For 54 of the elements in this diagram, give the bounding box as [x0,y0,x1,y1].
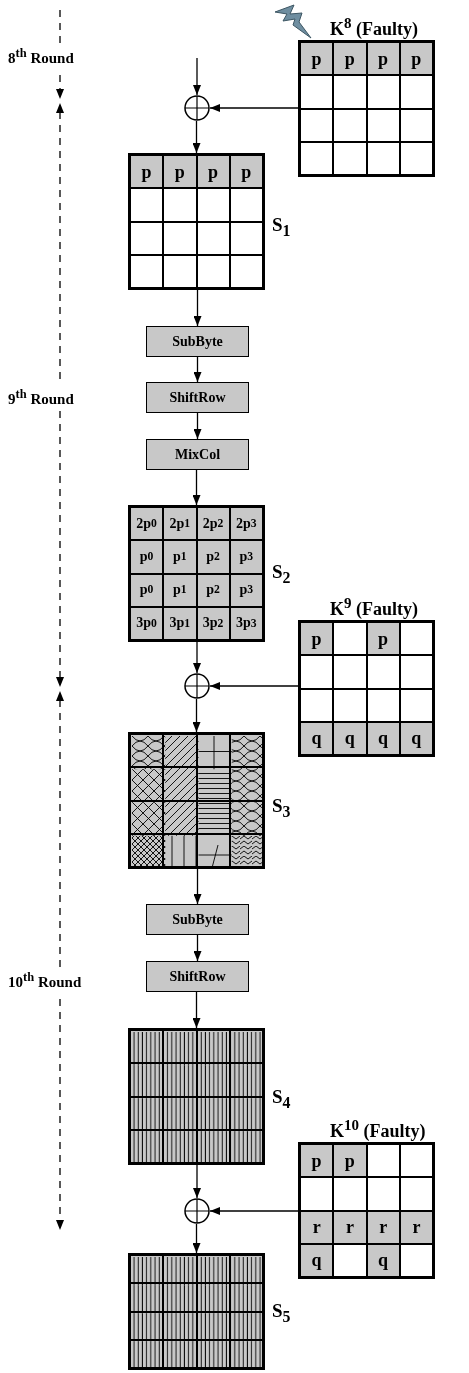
matrix-heading: K$^{10}$ (Faulty) [330,1116,426,1142]
arrow [193,289,202,327]
matrix-cell: q [300,721,334,755]
arrow [193,868,202,905]
state-matrix [128,732,265,869]
matrix-label: S$_{2}$ [272,561,291,587]
matrix-cell: p [300,42,334,76]
matrix-cell: q [300,1243,334,1277]
matrix-label: S$_{1}$ [272,214,291,240]
matrix-cell: p [366,42,400,76]
matrix-cell: p [300,1144,334,1178]
state-matrix [128,1253,265,1370]
arrow [193,641,201,674]
matrix-label: S$_{5}$ [272,1300,291,1326]
arrow [192,991,201,1029]
matrix-label: S$_{3}$ [272,795,291,821]
matrix-cell: p [196,155,230,189]
matrix-cell: p [399,42,433,76]
xor-symbol [184,95,210,121]
arrow [192,469,201,506]
matrix-cell: q [333,721,367,755]
state-matrix [128,505,265,642]
operation-box: SubByte [146,904,249,935]
arrow [209,1207,299,1215]
matrix-heading: K$^{9}$ (Faulty) [330,594,418,620]
operation-box: ShiftRow [146,961,249,992]
matrix-cell: p [333,42,367,76]
arrow [209,682,299,690]
arrow [192,120,201,154]
arrow [193,412,202,440]
matrix-cell: p [333,1144,367,1178]
state-matrix [128,153,265,290]
matrix-cell: r [300,1210,334,1244]
xor-symbol [184,673,210,699]
arrow [193,356,202,383]
arrow [193,934,202,962]
xor-symbol [184,1198,210,1224]
matrix-heading: K$^{8}$ (Faulty) [330,14,418,40]
matrix-cell: p [300,622,334,656]
matrix-cell: p [229,155,263,189]
operation-box: SubByte [146,326,249,357]
arrow [193,1164,201,1199]
operation-box: ShiftRow [146,382,249,413]
matrix-cell: p [130,155,164,189]
arrow [192,698,201,733]
operation-box: MixCol [146,439,249,470]
matrix-cell: p [163,155,197,189]
arrow [193,57,201,96]
state-matrix [128,1028,265,1165]
arrow [192,1223,201,1254]
matrix-cell: r [333,1210,367,1244]
matrix-label: S$_{4}$ [272,1086,291,1112]
matrix-cell: p [366,622,400,656]
arrow [209,104,299,112]
